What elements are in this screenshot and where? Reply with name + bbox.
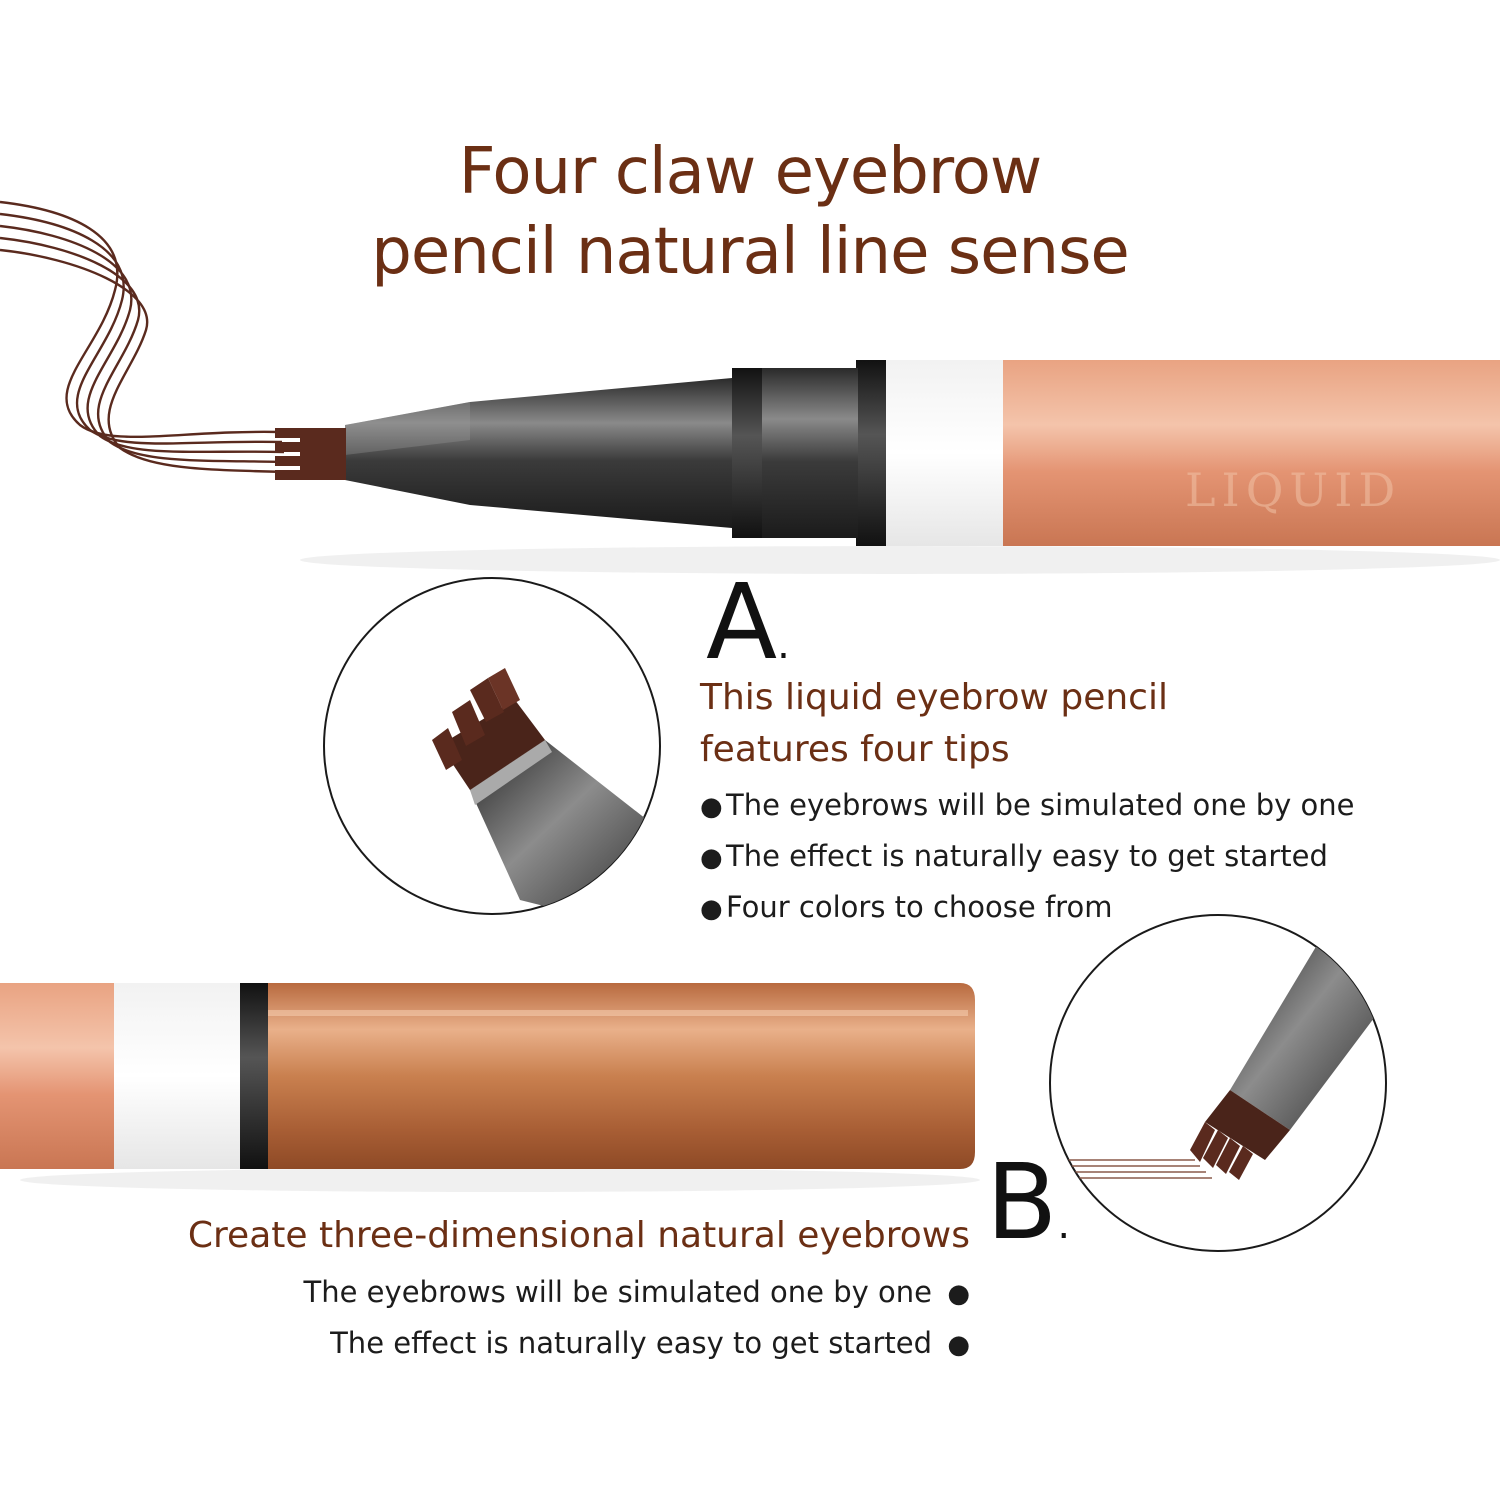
section-b-heading: Create three-dimensional natural eyebrow… bbox=[187, 1215, 970, 1256]
bullet-text: The eyebrows will be simulated one by on… bbox=[726, 788, 1355, 822]
tip-closeup-circle-b bbox=[1049, 914, 1387, 1252]
list-item: The eyebrows will be simulated one by on… bbox=[150, 1268, 970, 1319]
title-line-1: Four claw eyebrow bbox=[458, 135, 1042, 209]
brow-stroke-lines bbox=[0, 200, 289, 474]
list-item: ●The eyebrows will be simulated one by o… bbox=[700, 781, 1354, 832]
bullet-dot-icon: ● bbox=[947, 1279, 970, 1309]
bullet-dot-icon: ● bbox=[700, 843, 723, 873]
bullet-text: Four colors to choose from bbox=[726, 890, 1113, 924]
bullet-text: The effect is naturally easy to get star… bbox=[330, 1326, 932, 1360]
section-b-letter-text: B bbox=[986, 1141, 1058, 1263]
tip-closeup-circle-a bbox=[323, 577, 661, 915]
section-b-letter: B. bbox=[986, 1150, 1070, 1277]
section-a-letter: A. bbox=[706, 570, 790, 697]
section-b-bullet-list: The eyebrows will be simulated one by on… bbox=[150, 1268, 970, 1370]
bullet-text: The effect is naturally easy to get star… bbox=[726, 839, 1328, 873]
list-item: The effect is naturally easy to get star… bbox=[150, 1319, 970, 1370]
section-a-heading-line-1: This liquid eyebrow pencil bbox=[700, 677, 1168, 718]
section-a-heading: This liquid eyebrow pencil features four… bbox=[700, 672, 1168, 776]
pen-a: LIQUID bbox=[275, 360, 1500, 574]
bullet-dot-icon: ● bbox=[700, 792, 723, 822]
page-title: Four claw eyebrow pencil natural line se… bbox=[0, 132, 1500, 292]
section-a-heading-line-2: features four tips bbox=[700, 729, 1010, 770]
pen-b bbox=[0, 983, 980, 1192]
title-line-2: pencil natural line sense bbox=[371, 215, 1130, 289]
list-item: ●The effect is naturally easy to get sta… bbox=[700, 832, 1354, 883]
list-item: ●Four colors to choose from bbox=[700, 883, 1354, 934]
pen-a-lettering: LIQUID bbox=[1185, 463, 1401, 517]
bullet-text: The eyebrows will be simulated one by on… bbox=[303, 1275, 932, 1309]
bullet-dot-icon: ● bbox=[700, 894, 723, 924]
section-b-letter-dot: . bbox=[1057, 1202, 1071, 1248]
section-a-letter-text: A bbox=[706, 561, 778, 683]
section-a-bullet-list: ●The eyebrows will be simulated one by o… bbox=[700, 781, 1354, 934]
section-a-letter-dot: . bbox=[777, 622, 790, 668]
bullet-dot-icon: ● bbox=[947, 1330, 970, 1360]
